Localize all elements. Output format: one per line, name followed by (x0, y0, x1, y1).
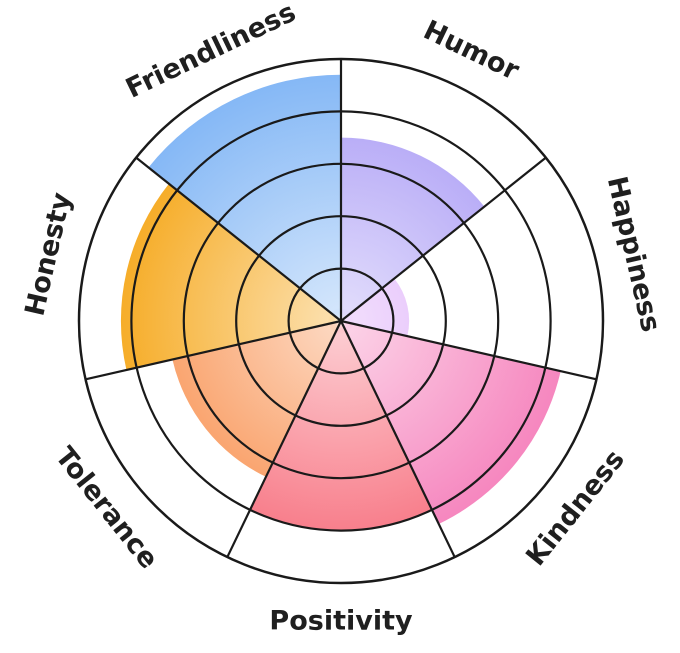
grid-spoke (340, 319, 597, 381)
grid-spoke (135, 156, 342, 322)
wedge-humor (341, 137, 485, 321)
grid-spoke (226, 320, 342, 558)
category-label-honesty: Honesty (19, 189, 77, 318)
grid-layer (77, 57, 605, 585)
wedge-kindness (341, 321, 561, 525)
category-label-tolerance: Tolerance (49, 441, 164, 575)
category-label-happiness: Happiness (601, 174, 666, 335)
wedge-tolerance (172, 321, 341, 477)
category-label-positivity: Positivity (269, 606, 413, 637)
grid-spoke (340, 156, 547, 322)
grid-spoke (340, 320, 456, 558)
wedge-honesty (120, 183, 341, 370)
category-label-kindness: Kindness (520, 444, 631, 572)
grid-spoke (85, 319, 342, 381)
wedge-happiness (341, 278, 410, 337)
